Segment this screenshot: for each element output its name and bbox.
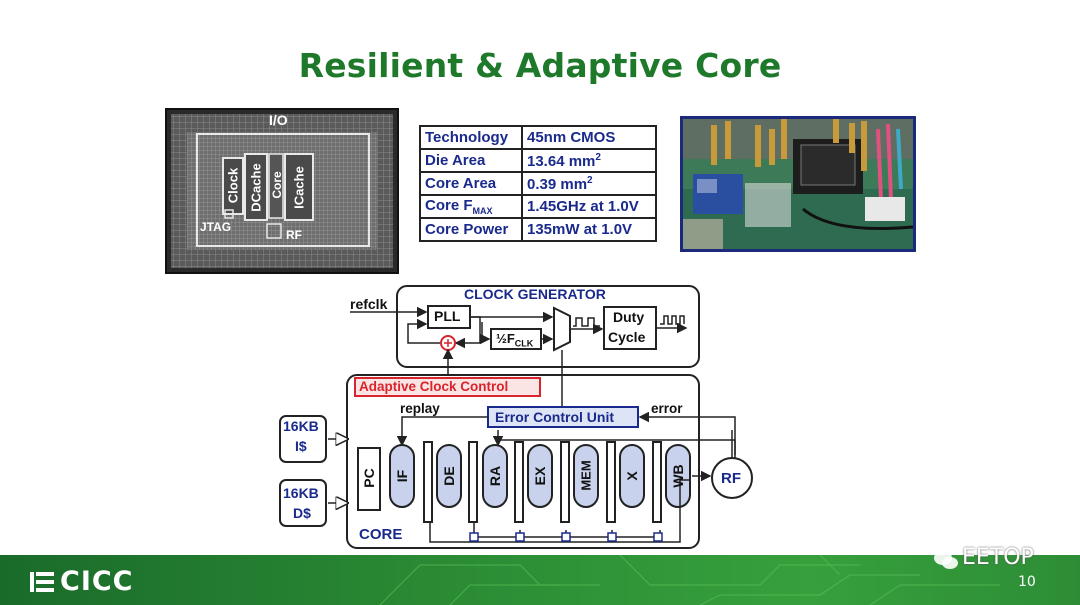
pll-label: PLL <box>434 308 461 324</box>
die-label-io: I/O <box>269 112 288 128</box>
stage-pill-mem <box>573 444 599 508</box>
spec-value: 0.39 mm2 <box>521 171 657 196</box>
spec-value: 13.64 mm2 <box>521 148 657 173</box>
stage-label-wb: WB <box>670 464 686 488</box>
cycle-label: Cycle <box>608 329 646 345</box>
slide-title: Resilient & Adaptive Core <box>298 46 782 85</box>
icache-label-name: I$ <box>295 438 307 454</box>
stage-pill-x <box>619 444 645 508</box>
cicc-logo-icon <box>30 572 54 592</box>
clock-mux <box>553 306 571 352</box>
die-label-core: Core <box>270 171 284 199</box>
spec-key: Core FMAX <box>419 194 523 219</box>
cicc-logo-text: CICC <box>60 566 134 597</box>
pc-label: PC <box>361 468 377 488</box>
stage-label-mem: MEM <box>578 460 594 491</box>
stage-label-de: DE <box>441 466 457 486</box>
die-label-rf: RF <box>286 228 302 242</box>
adaptive-clock-control-label: Adaptive Clock Control <box>359 379 509 394</box>
core-label: CORE <box>359 526 403 543</box>
eetop-watermark: EETOP <box>962 545 1034 570</box>
die-label-clock: Clock <box>225 167 241 204</box>
test-board-photo <box>680 116 916 252</box>
dcache-label-name: D$ <box>293 505 311 521</box>
clock-generator-label: CLOCK GENERATOR <box>464 286 606 302</box>
spec-key: Core Power <box>419 217 523 242</box>
core-block-diagram-svg <box>279 285 753 549</box>
stage-pill-ra <box>482 444 508 508</box>
spec-row: Die Area 13.64 mm2 <box>419 148 657 173</box>
spec-key: Die Area <box>419 148 523 173</box>
half-fclk-label: ½FCLK <box>496 331 534 349</box>
page-number: 10 <box>1018 574 1036 590</box>
footer-circuit-pattern <box>379 555 1000 605</box>
core-block-diagram: CLOCK GENERATOR refclk PLL ½FCLK Duty Cy… <box>270 280 760 560</box>
spec-row: Core Power 135mW at 1.0V <box>419 217 657 242</box>
stage-pill-ex <box>527 444 553 508</box>
stage-pill-if <box>389 444 415 508</box>
icache-label-size: 16KB <box>283 418 319 434</box>
die-label-dcache: DCache <box>248 163 264 212</box>
rf-label: RF <box>721 470 741 487</box>
wechat-icon <box>934 551 958 569</box>
stage-label-if: IF <box>394 469 410 483</box>
spec-value: 45nm CMOS <box>521 125 657 150</box>
dcache-label-size: 16KB <box>283 485 319 501</box>
dcache-box <box>279 479 327 527</box>
spec-value: 1.45GHz at 1.0V <box>521 194 657 219</box>
spec-value: 135mW at 1.0V <box>521 217 657 242</box>
icache-box <box>279 415 327 463</box>
duty-cycle-block <box>603 306 657 350</box>
die-photo-graphic <box>171 114 393 268</box>
spec-table: Technology 45nm CMOS Die Area 13.64 mm2 … <box>419 125 657 242</box>
die-photo: I/O Clock DCache Core ICache JTAG RF <box>165 108 399 274</box>
refclk-label: refclk <box>350 296 388 312</box>
replay-label: replay <box>400 401 440 416</box>
adaptive-clock-control-box <box>354 377 541 397</box>
footer-bar <box>0 555 1080 605</box>
spec-key: Core Area <box>419 171 523 196</box>
die-label-jtag: JTAG <box>200 220 232 234</box>
spec-row: Technology 45nm CMOS <box>419 125 657 150</box>
error-control-unit-label: Error Control Unit <box>495 409 614 425</box>
die-label-icache: ICache <box>291 166 307 209</box>
test-board-graphic <box>683 119 913 249</box>
stage-label-ra: RA <box>487 465 503 487</box>
spec-row: Core FMAX 1.45GHz at 1.0V <box>419 194 657 219</box>
stage-pill-wb <box>665 444 691 508</box>
spec-key: Technology <box>419 125 523 150</box>
spec-row: Core Area 0.39 mm2 <box>419 171 657 196</box>
pc-register <box>357 447 381 511</box>
stage-pill-de <box>436 444 462 508</box>
stage-label-ex: EX <box>532 466 548 486</box>
stage-label-x: X <box>624 471 640 481</box>
error-label: error <box>651 401 683 416</box>
duty-label: Duty <box>613 309 645 325</box>
